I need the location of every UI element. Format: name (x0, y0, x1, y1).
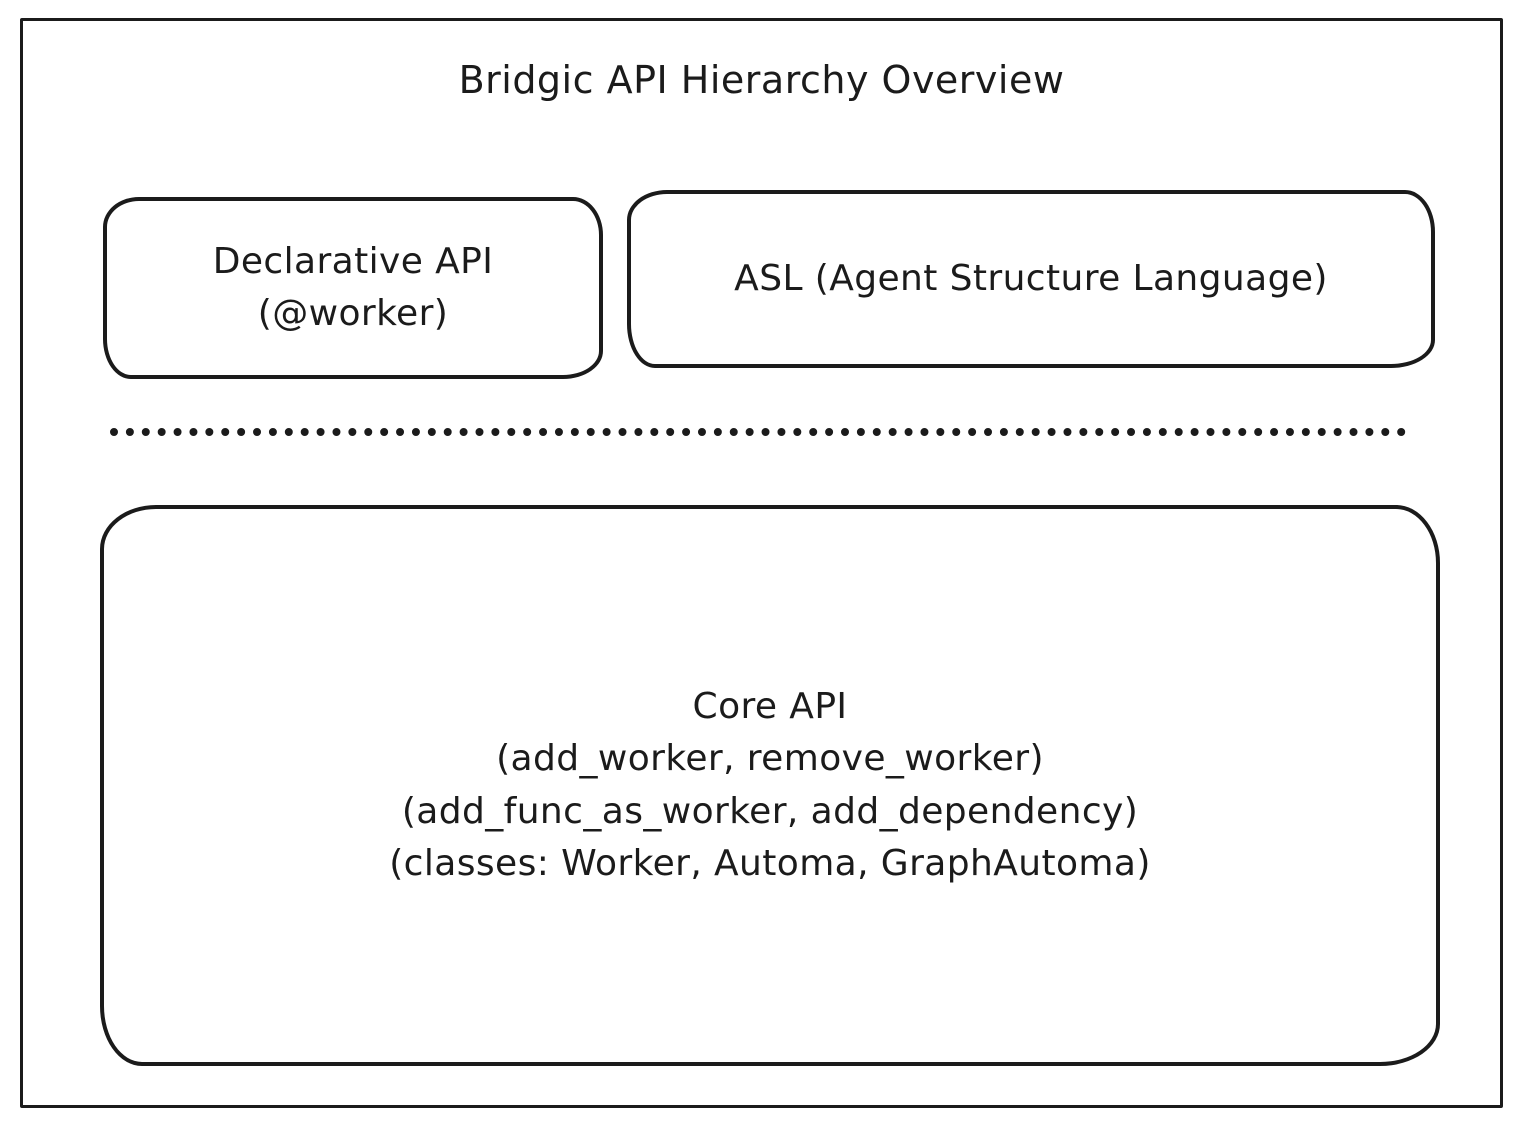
box-core-api-detail-line-2: (add_func_as_worker, add_dependency) (401, 790, 1139, 832)
outer-border-frame (20, 18, 1503, 1108)
diagram-title: Bridgic API Hierarchy Overview (458, 58, 1065, 102)
box-core-api: Core API (add_worker, remove_worker) (ad… (100, 505, 1440, 1066)
box-declarative-api-label-line-2: (@worker) (257, 293, 449, 334)
box-core-api-detail-line-3: (classes: Worker, Automa, GraphAutoma) (389, 842, 1151, 884)
dotted-separator-line (110, 428, 1406, 436)
box-asl: ASL (Agent Structure Language) (627, 190, 1435, 368)
box-core-api-title: Core API (692, 686, 848, 728)
box-core-api-detail-line-1: (add_worker, remove_worker) (496, 738, 1044, 780)
box-declarative-api: Declarative API (@worker) (103, 197, 603, 379)
box-declarative-api-label-line-1: Declarative API (212, 240, 494, 282)
box-asl-label: ASL (Agent Structure Language) (734, 257, 1328, 299)
